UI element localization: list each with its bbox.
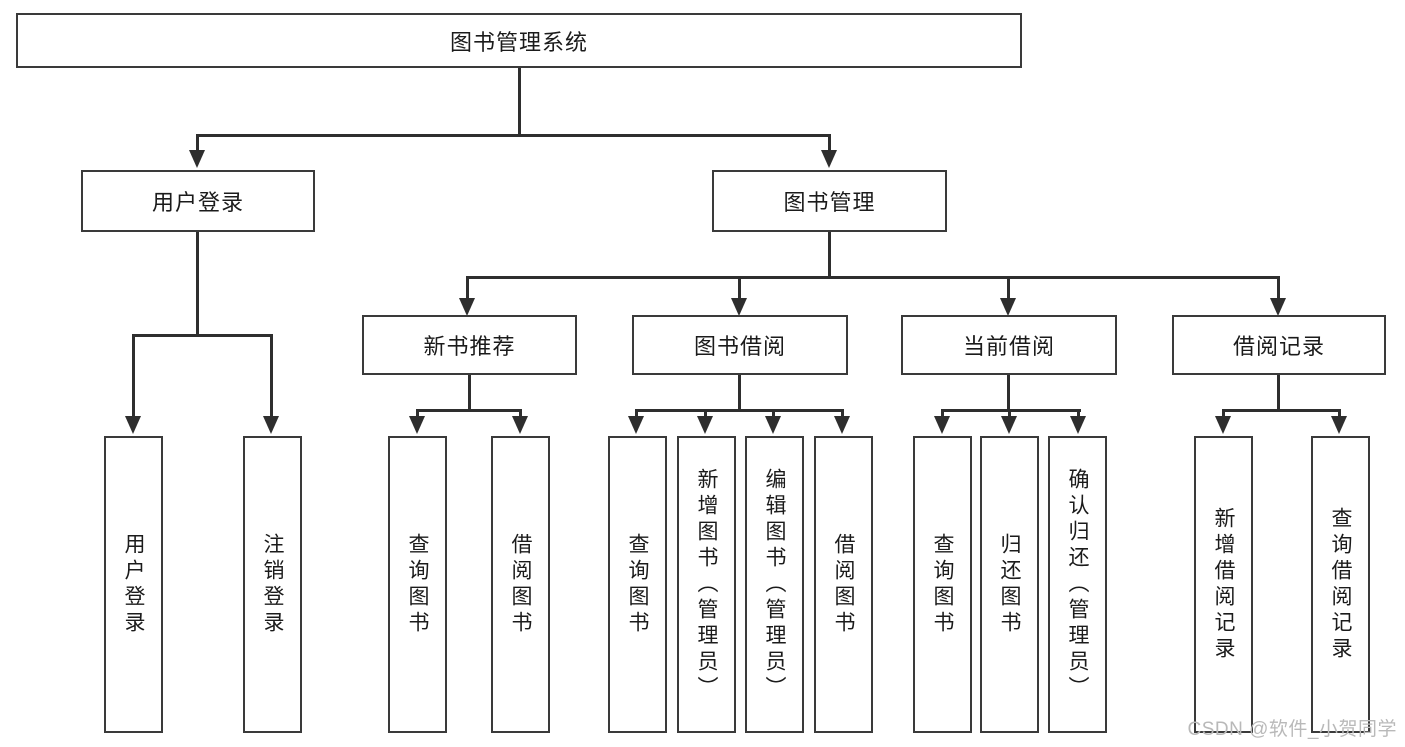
arrow-borrow-record-to-add-record — [1215, 416, 1231, 434]
leaf-query-book-3-label: 查询图书 — [931, 532, 954, 637]
connector-book-manage-drop-3 — [1007, 276, 1010, 300]
leaf-query-book-1-label: 查询图书 — [406, 532, 429, 637]
leaf-add-record[interactable]: 新增借阅记录 — [1194, 436, 1253, 733]
leaf-return-book-label: 归还图书 — [998, 532, 1021, 637]
arrow-current-borrow-to-confirm-return — [1070, 416, 1086, 434]
connector-book-borrow-drop-2 — [704, 409, 707, 418]
connector-current-borrow-stem — [1007, 375, 1010, 409]
node-root-label: 图书管理系统 — [449, 29, 588, 55]
arrow-root-to-user-login — [189, 150, 205, 168]
leaf-user-login-label: 用户登录 — [122, 532, 145, 637]
arrow-current-borrow-to-query-book — [934, 416, 950, 434]
connector-root-bus — [196, 134, 830, 137]
connector-user-login-drop-1 — [132, 334, 135, 418]
arrow-user-login-to-leaf-user-logout — [263, 416, 279, 434]
node-book-borrow-label: 图书借阅 — [693, 334, 786, 359]
node-borrow-record[interactable]: 借阅记录 — [1172, 315, 1386, 375]
connector-user-login-stem — [196, 232, 199, 334]
connector-current-borrow-drop-1 — [941, 409, 944, 418]
leaf-edit-book-label: 编辑图书（管理员） — [763, 467, 786, 702]
connector-user-login-bus — [132, 334, 272, 337]
connector-new-book-recommend-drop-2 — [519, 409, 522, 418]
connector-borrow-record-drop-1 — [1222, 409, 1225, 418]
connector-new-book-recommend-drop-1 — [416, 409, 419, 418]
connector-borrow-record-stem — [1277, 375, 1280, 409]
arrow-book-manage-to-new-book-recommend — [459, 298, 475, 316]
arrow-book-manage-to-book-borrow — [731, 298, 747, 316]
node-book-borrow[interactable]: 图书借阅 — [632, 315, 848, 375]
leaf-query-book-2[interactable]: 查询图书 — [608, 436, 667, 733]
connector-book-manage-drop-2 — [738, 276, 741, 300]
node-current-borrow[interactable]: 当前借阅 — [901, 315, 1117, 375]
leaf-borrow-book-1[interactable]: 借阅图书 — [491, 436, 550, 733]
leaf-query-book-3[interactable]: 查询图书 — [913, 436, 972, 733]
connector-book-borrow-drop-4 — [841, 409, 844, 418]
leaf-user-login[interactable]: 用户登录 — [104, 436, 163, 733]
connector-book-borrow-stem — [738, 375, 741, 409]
arrow-new-book-recommend-to-borrow-book — [512, 416, 528, 434]
leaf-add-book-label: 新增图书（管理员） — [695, 467, 718, 702]
connector-book-borrow-drop-1 — [635, 409, 638, 418]
connector-book-borrow-bus — [635, 409, 844, 412]
leaf-borrow-book-2[interactable]: 借阅图书 — [814, 436, 873, 733]
connector-root-stem — [518, 68, 521, 134]
node-new-book-recommend-label: 新书推荐 — [423, 334, 516, 359]
node-user-login[interactable]: 用户登录 — [81, 170, 315, 232]
leaf-user-logout[interactable]: 注销登录 — [243, 436, 302, 733]
connector-user-login-drop-2 — [270, 334, 273, 418]
leaf-borrow-book-1-label: 借阅图书 — [509, 532, 532, 637]
leaf-edit-book[interactable]: 编辑图书（管理员） — [745, 436, 804, 733]
arrow-book-borrow-to-edit-book — [765, 416, 781, 434]
connector-book-manage-bus — [466, 276, 1280, 279]
node-borrow-record-label: 借阅记录 — [1232, 334, 1325, 359]
node-book-manage[interactable]: 图书管理 — [712, 170, 947, 232]
leaf-query-record-label: 查询借阅记录 — [1329, 506, 1352, 663]
connector-current-borrow-drop-3 — [1077, 409, 1080, 418]
arrow-root-to-book-manage — [821, 150, 837, 168]
arrow-new-book-recommend-to-query-book — [409, 416, 425, 434]
arrow-borrow-record-to-query-record — [1331, 416, 1347, 434]
arrow-book-borrow-to-query-book — [628, 416, 644, 434]
node-new-book-recommend[interactable]: 新书推荐 — [362, 315, 577, 375]
leaf-return-book[interactable]: 归还图书 — [980, 436, 1039, 733]
node-root[interactable]: 图书管理系统 — [16, 13, 1022, 68]
leaf-add-book[interactable]: 新增图书（管理员） — [677, 436, 736, 733]
connector-root-to-user-login — [196, 134, 199, 152]
connector-book-manage-stem — [828, 232, 831, 276]
leaf-add-record-label: 新增借阅记录 — [1212, 506, 1235, 663]
leaf-user-logout-label: 注销登录 — [261, 532, 284, 637]
connector-borrow-record-bus — [1222, 409, 1340, 412]
leaf-query-book-2-label: 查询图书 — [626, 532, 649, 637]
node-current-borrow-label: 当前借阅 — [962, 334, 1055, 359]
connector-root-to-book-manage — [828, 134, 831, 152]
connector-book-manage-drop-1 — [466, 276, 469, 300]
node-book-manage-label: 图书管理 — [783, 190, 876, 215]
arrow-book-borrow-to-add-book — [697, 416, 713, 434]
watermark: CSDN @软件_小贺同学 — [1187, 719, 1397, 740]
arrow-current-borrow-to-return-book — [1001, 416, 1017, 434]
arrow-user-login-to-leaf-user-login — [125, 416, 141, 434]
connector-current-borrow-drop-2 — [1008, 409, 1011, 418]
leaf-query-record[interactable]: 查询借阅记录 — [1311, 436, 1370, 733]
connector-new-book-recommend-stem — [468, 375, 471, 409]
arrow-book-borrow-to-borrow-book — [834, 416, 850, 434]
leaf-confirm-return[interactable]: 确认归还（管理员） — [1048, 436, 1107, 733]
leaf-query-book-1[interactable]: 查询图书 — [388, 436, 447, 733]
leaf-confirm-return-label: 确认归还（管理员） — [1066, 467, 1089, 702]
node-user-login-label: 用户登录 — [151, 190, 244, 215]
connector-new-book-recommend-bus — [416, 409, 522, 412]
connector-borrow-record-drop-2 — [1338, 409, 1341, 418]
connector-current-borrow-bus — [941, 409, 1081, 412]
arrow-book-manage-to-borrow-record — [1270, 298, 1286, 316]
connector-book-borrow-drop-3 — [772, 409, 775, 418]
connector-book-manage-drop-4 — [1277, 276, 1280, 300]
arrow-book-manage-to-current-borrow — [1000, 298, 1016, 316]
leaf-borrow-book-2-label: 借阅图书 — [832, 532, 855, 637]
